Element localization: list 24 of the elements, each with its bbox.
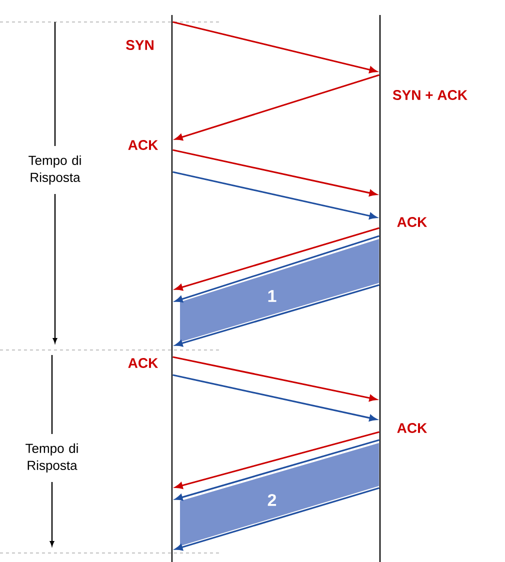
arrow: [172, 374, 377, 422]
arrow: [175, 431, 380, 489]
data-band: 1: [180, 239, 379, 342]
data-band: 2: [180, 443, 379, 546]
arrow: [174, 235, 380, 302]
message-label: ACK: [397, 423, 428, 433]
message-label: ACK: [128, 358, 158, 368]
timeline: [379, 15, 381, 562]
arrow: [174, 227, 380, 291]
arrow: [174, 487, 380, 551]
message-label: ACK: [128, 140, 158, 150]
message-label: SYN + ACK: [392, 90, 468, 100]
arrow: [174, 439, 380, 501]
arrow: [174, 284, 380, 347]
message-label: SYN: [126, 40, 154, 50]
arrow: [172, 149, 377, 196]
timeline: [171, 15, 173, 562]
arrow: [174, 74, 380, 140]
dimension-label: Tempo di Risposta: [28, 155, 81, 185]
arrow: [172, 171, 377, 220]
arrow: [172, 21, 377, 74]
arrow: [172, 356, 377, 402]
dimension-label: Tempo di Risposta: [26, 443, 78, 473]
message-label: ACK: [397, 217, 428, 227]
